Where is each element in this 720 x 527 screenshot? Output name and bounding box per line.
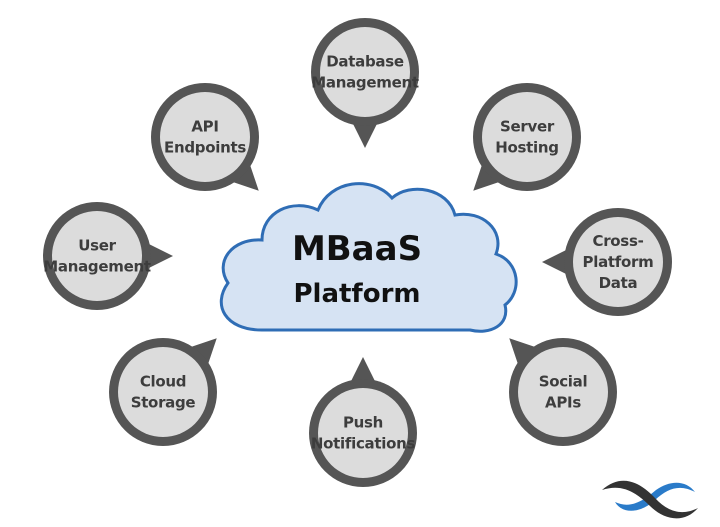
bubble-label: Endpoints xyxy=(164,139,246,157)
bubble-label: Cloud xyxy=(140,373,186,391)
bubble-label: Cross- xyxy=(593,232,644,250)
bubble-label: Platform xyxy=(583,253,654,271)
infinity-wave-logo-icon xyxy=(602,480,698,519)
cloud-shape xyxy=(219,182,518,333)
bubble-label: Push xyxy=(343,414,383,432)
logo-dark-wave xyxy=(602,480,698,519)
bubble-label: Management xyxy=(311,74,419,92)
bubble-label: Management xyxy=(43,258,151,276)
bubble-fill xyxy=(118,347,208,437)
bubble-fill xyxy=(318,388,408,478)
center-title: MBaaS xyxy=(292,229,422,269)
bubble-label: User xyxy=(78,237,116,255)
center-cloud: MBaaS Platform xyxy=(219,182,518,333)
bubble-label: Storage xyxy=(131,394,196,412)
bubble-fill xyxy=(52,211,142,301)
bubble-label: API xyxy=(191,118,218,136)
bubble-fill xyxy=(160,92,250,182)
bubble-label: Hosting xyxy=(495,139,558,157)
bubble-fill xyxy=(482,92,572,182)
bubble-api-endpoints: API Endpoints xyxy=(151,83,259,191)
bubble-fill xyxy=(518,347,608,437)
logo-blue-wave xyxy=(615,482,695,511)
bubble-label: Social xyxy=(539,373,588,391)
bubble-label: Data xyxy=(599,274,638,292)
bubble-label: Server xyxy=(500,118,555,136)
feature-bubbles: DatabaseManagementServerHostingCross-Pla… xyxy=(43,18,672,487)
center-subtitle: Platform xyxy=(293,279,420,309)
bubble-fill xyxy=(320,27,410,117)
bubble-fill xyxy=(573,217,663,307)
bubble-label: Notifications xyxy=(311,435,416,453)
bubble-label: APIs xyxy=(545,394,581,412)
bubble-label: Database xyxy=(326,53,404,71)
